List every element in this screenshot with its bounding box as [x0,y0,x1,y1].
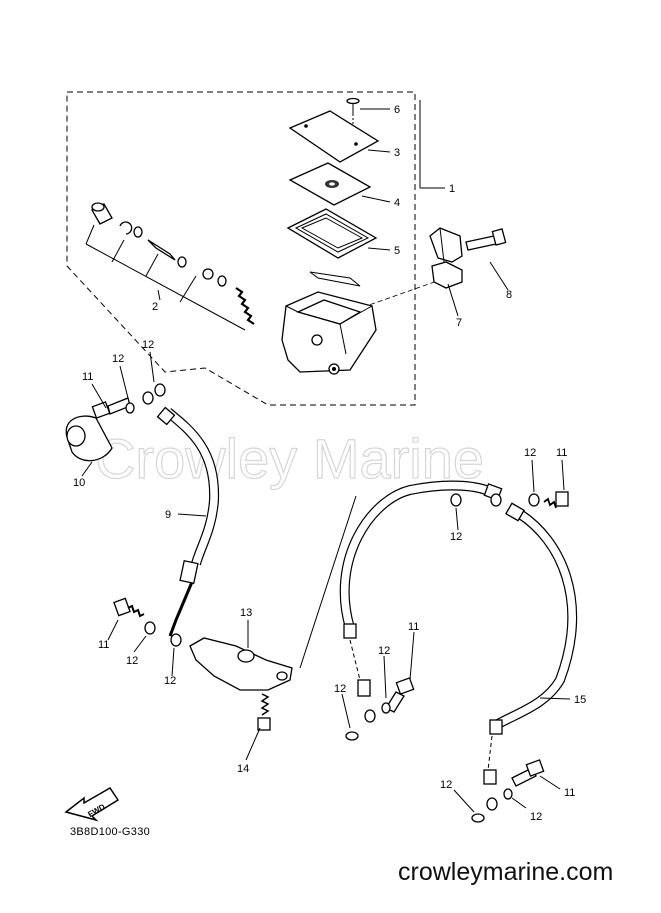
leader-lines [81,100,571,813]
callout-11e: 11 [564,787,575,799]
callout-12e: 12 [524,447,536,459]
piston-kit-part [85,202,255,331]
callout-12d: 12 [164,675,176,687]
website-label[interactable]: crowleymarine.com [398,858,614,886]
callout-10: 10 [73,477,85,489]
callout-3: 3 [394,147,400,159]
callout-12i: 12 [440,779,452,791]
callout-5: 5 [394,245,400,257]
callout-labels: 1 6 3 4 5 7 8 2 12 12 11 10 9 11 12 12 1… [73,104,586,823]
brake-hose-lower-part [339,480,578,811]
holder-bracket-part [429,227,463,289]
callout-12j: 12 [530,811,542,823]
hose-joint-part [189,495,357,691]
callout-12a: 12 [112,353,124,365]
callout-6: 6 [394,104,400,116]
callout-14: 14 [237,763,249,775]
banjo-bolt-upper-part [91,383,166,419]
callout-12f: 12 [450,531,462,543]
callout-7: 7 [456,317,462,329]
holder-bolt-part [465,228,507,251]
bracket-dashed-link [354,279,441,311]
callout-12h: 12 [334,683,346,695]
reservoir-cap-part [288,110,380,163]
banjo-bolt-right-lower-part [503,759,545,800]
callout-4: 4 [394,197,400,209]
brake-hose-upper-part [156,406,220,637]
callout-11a: 11 [82,371,93,383]
callout-1: 1 [449,183,455,195]
fwd-arrow-icon: FWD [64,786,120,822]
callout-12b: 12 [142,339,154,351]
diaphragm-plate-part [288,162,372,206]
master-cylinder-body-part [281,291,377,375]
banjo-bolt-right-upper-part [528,491,569,509]
callout-12g: 12 [378,645,390,657]
callout-11b: 11 [98,639,109,651]
watermark-text: Crowley Marine [95,427,484,490]
diaphragm-part [286,208,378,287]
callout-11c: 11 [556,447,567,459]
joint-bolt-part [257,693,271,731]
assembly-boundary [66,91,416,406]
banjo-bolt-lower-left-part [113,597,182,647]
callout-13: 13 [240,607,252,619]
callout-12c: 12 [126,655,138,667]
washer-group-part [345,493,485,823]
callout-11d: 11 [408,621,419,633]
callout-15: 15 [574,694,586,706]
drawing-code: 3B8D100-G330 [70,826,151,838]
banjo-cover-part [65,415,113,462]
callout-2: 2 [152,301,158,313]
callout-8: 8 [506,289,512,301]
callout-9: 9 [165,509,171,521]
